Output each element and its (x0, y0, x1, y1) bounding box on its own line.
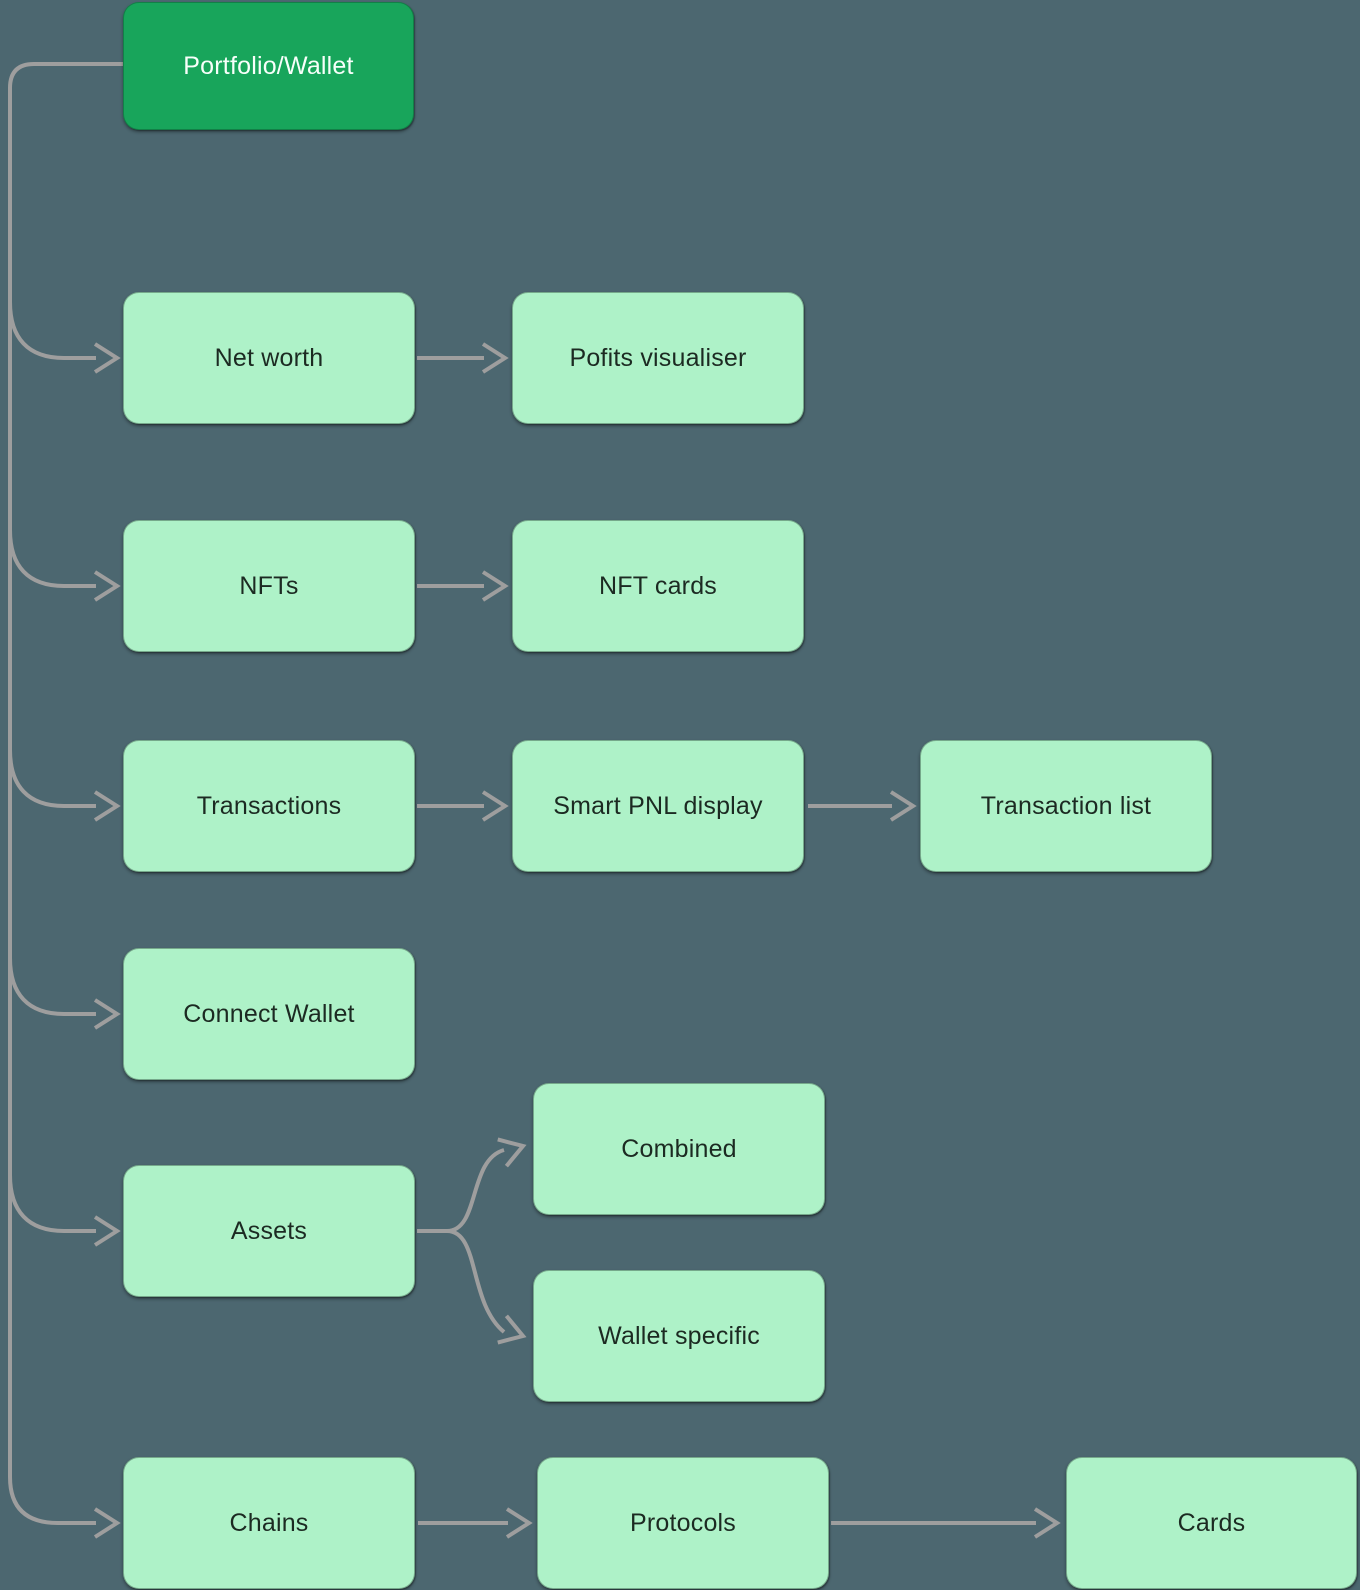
node-label: Assets (230, 1216, 308, 1245)
node-label: Pofits visualiser (569, 343, 747, 372)
node-label: NFT cards (598, 571, 718, 600)
node-label: Transaction list (980, 791, 1152, 820)
connector-protocols-cards (831, 1507, 1061, 1539)
connector-assets-fork (417, 1137, 527, 1345)
node-net-worth[interactable]: Net worth (123, 292, 415, 424)
node-label: Smart PNL display (553, 791, 763, 820)
node-nfts[interactable]: NFTs (123, 520, 415, 652)
node-label: Portfolio/Wallet (183, 51, 354, 80)
node-pofits-visualiser[interactable]: Pofits visualiser (512, 292, 804, 424)
node-label: Protocols (629, 1508, 736, 1537)
node-cards[interactable]: Cards (1066, 1457, 1357, 1589)
node-label: Wallet specific (598, 1321, 760, 1350)
node-label: Net worth (214, 343, 324, 372)
connector-chains-protocols (418, 1507, 533, 1539)
node-label: Transactions (196, 791, 342, 820)
connector-transactions-smart-pnl (417, 790, 509, 822)
connector-smart-pnl-transaction-list (808, 790, 917, 822)
connector-branch-nfts (8, 529, 121, 602)
node-transaction-list[interactable]: Transaction list (920, 740, 1212, 872)
node-connect-wallet[interactable]: Connect Wallet (123, 948, 415, 1080)
connector-branch-assets (8, 1174, 121, 1247)
node-portfolio-wallet[interactable]: Portfolio/Wallet (123, 2, 414, 130)
connector-branch-connect-wallet (8, 957, 121, 1030)
connector-nfts-nft-cards (417, 570, 509, 602)
connector-net-worth-pofits (417, 342, 509, 374)
node-smart-pnl-display[interactable]: Smart PNL display (512, 740, 804, 872)
node-chains[interactable]: Chains (123, 1457, 415, 1589)
node-label: Chains (229, 1508, 309, 1537)
node-combined[interactable]: Combined (533, 1083, 825, 1215)
node-assets[interactable]: Assets (123, 1165, 415, 1297)
node-transactions[interactable]: Transactions (123, 740, 415, 872)
connector-spine (8, 62, 123, 1539)
node-label: Connect Wallet (183, 999, 355, 1028)
node-protocols[interactable]: Protocols (537, 1457, 829, 1589)
node-label: NFTs (239, 571, 299, 600)
node-label: Combined (621, 1134, 737, 1163)
node-wallet-specific[interactable]: Wallet specific (533, 1270, 825, 1402)
connector-branch-net-worth (8, 301, 121, 374)
node-label: Cards (1177, 1508, 1246, 1537)
node-nft-cards[interactable]: NFT cards (512, 520, 804, 652)
connector-branch-transactions (8, 749, 121, 822)
